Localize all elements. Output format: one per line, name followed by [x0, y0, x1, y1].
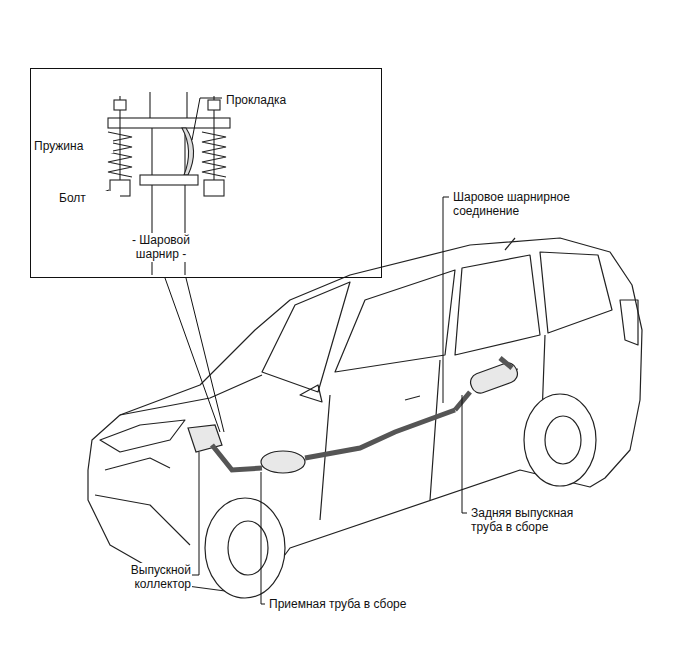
part-label: Приемная труба в сборе	[268, 597, 430, 611]
car-body	[88, 238, 642, 598]
exhaust-system	[188, 358, 520, 473]
leader-gasket	[192, 98, 222, 140]
part-label: Задняя выпускная труба в сборе	[470, 506, 587, 535]
rear-pipe	[455, 358, 512, 410]
part-label: Выпускной коллектор	[100, 563, 192, 592]
part-name: Пружина	[33, 139, 113, 153]
bolt-right	[204, 180, 224, 196]
roof-antenna	[505, 238, 515, 250]
car-silhouette	[88, 238, 642, 595]
headlight	[100, 420, 185, 452]
gasket	[182, 128, 194, 175]
rear-wheel-hub	[545, 416, 581, 464]
ball-joint-detail	[108, 92, 230, 275]
part-name: Болт	[58, 191, 120, 205]
windshield	[262, 282, 350, 392]
door-lines	[320, 335, 545, 520]
leader-rear-pipe	[462, 395, 467, 513]
front-pipe	[212, 445, 262, 470]
mirror	[300, 385, 322, 402]
inset-title: - Шаровой шарнир -	[119, 233, 203, 262]
rear-lamp	[620, 300, 638, 345]
hood-line	[120, 375, 262, 415]
lower-flange	[140, 175, 198, 185]
spring-right	[202, 132, 226, 177]
leader-lines	[80, 98, 467, 604]
nut-left	[114, 100, 126, 110]
side-windows	[335, 252, 612, 372]
catalyst	[261, 451, 305, 473]
leader-ball-joint	[443, 197, 449, 403]
nut-right	[208, 100, 220, 110]
detail-inset: ПрокладкаПружинаБолт - Шаровой шарнир -	[30, 68, 382, 278]
rear-wheel	[524, 394, 596, 486]
center-pipe	[305, 410, 455, 458]
leader-manifold	[191, 452, 199, 575]
leader-inset	[165, 278, 224, 432]
front-wheel-hub	[228, 521, 268, 575]
part-name: Прокладка	[225, 93, 317, 107]
grille	[95, 458, 190, 545]
flange	[108, 118, 230, 128]
part-label: Шаровое шарнирное соединение	[452, 190, 582, 219]
leader-front-pipe	[261, 472, 265, 604]
front-wheel	[205, 498, 285, 598]
